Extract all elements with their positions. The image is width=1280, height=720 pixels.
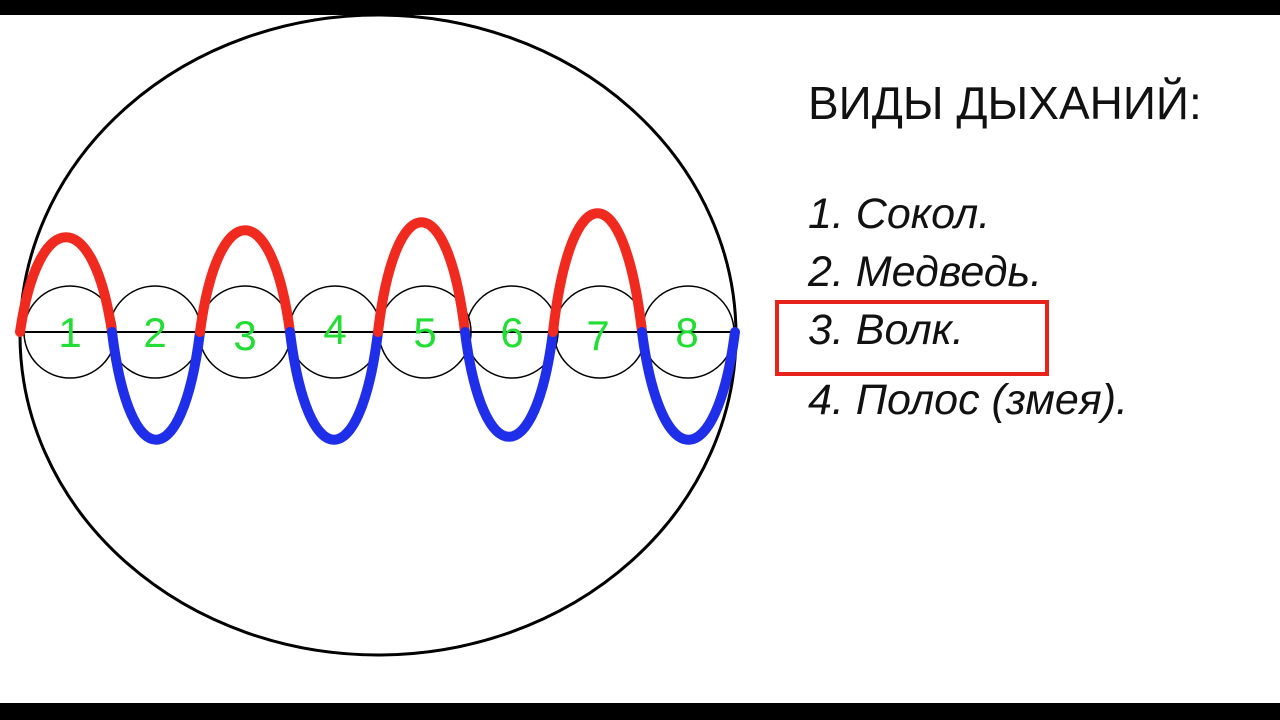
- segment-number: 3: [233, 312, 256, 359]
- exhale-wave: [460, 327, 558, 442]
- segment-number: 2: [143, 309, 166, 356]
- exhale-wave: [285, 327, 383, 445]
- inhale-wave: [195, 225, 295, 337]
- list-item: 4. Полос (змея).: [808, 376, 1129, 424]
- slide-title: ВИДЫ ДЫХАНИЙ:: [808, 77, 1202, 129]
- list-item: 2. Медведь.: [808, 248, 1043, 296]
- highlight-box: [775, 300, 1049, 376]
- inhale-wave: [15, 232, 117, 337]
- inhale-wave: [548, 208, 647, 337]
- segment-number: 1: [58, 309, 81, 356]
- bottom-letterbox: [0, 703, 1280, 720]
- list-item: 1. Сокол.: [808, 190, 991, 238]
- segment-number: 8: [675, 309, 698, 356]
- exhale-wave: [107, 327, 205, 445]
- segment-number: 5: [413, 309, 436, 356]
- exhale-wave: [637, 327, 740, 445]
- breathing-diagram: 1 2 3 4 5 6 7 8: [15, 13, 740, 657]
- segment-number: 7: [586, 312, 609, 359]
- inhale-wave: [373, 217, 470, 337]
- top-letterbox: [0, 0, 1280, 15]
- list-item-highlighted: 3. Волк.: [808, 306, 964, 354]
- segment-number: 6: [500, 309, 523, 356]
- segment-number: 4: [323, 306, 346, 353]
